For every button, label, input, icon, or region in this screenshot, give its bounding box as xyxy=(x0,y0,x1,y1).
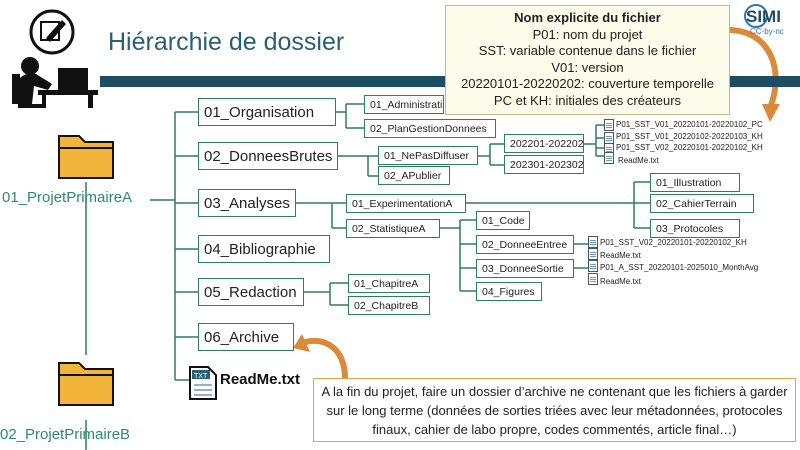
file-icon xyxy=(588,236,598,248)
folder-ne-pas-diffuser[interactable]: 01_NePasDiffuser xyxy=(378,146,478,165)
info-title: Nom explicite du fichier xyxy=(514,10,661,25)
simi-logo: SIMI CC-by-nc xyxy=(744,4,798,39)
file-icon xyxy=(604,152,614,164)
person-at-computer-icon xyxy=(12,9,98,108)
folder-statistique-a[interactable]: 02_StatistiqueA xyxy=(346,219,440,238)
license-text: CC-by-nc xyxy=(750,27,784,36)
file-name[interactable]: P01_SST_V01_20220101-20220102_PC xyxy=(616,120,763,129)
file-name[interactable]: P01_A_SST_20220101-2025010_MonthAvg xyxy=(600,263,759,272)
folder-protocoles[interactable]: 03_Protocoles xyxy=(650,219,740,238)
folder-202301-202302[interactable]: 202301-202302 xyxy=(504,155,584,174)
folder-redaction[interactable]: 05_Redaction xyxy=(198,278,304,306)
file-icon xyxy=(588,273,598,285)
file-name[interactable]: P01_SST_V02_20220101-20220102_KH xyxy=(616,143,763,152)
folder-bibliographie[interactable]: 04_Bibliographie xyxy=(198,235,330,263)
folder-a-publier[interactable]: 02_APublier xyxy=(378,166,450,185)
info-line: V01: version xyxy=(551,59,624,75)
project-b-folder-icon xyxy=(58,362,114,406)
folder-202201-202202[interactable]: 202201-202202 xyxy=(504,134,584,153)
archive-note-box: A la fin du projet, faire un dossier d’a… xyxy=(313,378,796,442)
project-a-folder-icon xyxy=(58,135,114,179)
folder-analyses[interactable]: 03_Analyses xyxy=(198,189,296,217)
logo-text: SIMI xyxy=(746,7,781,26)
project-a-label: 01_ProjetPrimaireA xyxy=(2,189,133,206)
file-name[interactable]: ReadMe.txt xyxy=(600,251,641,260)
folder-illustration[interactable]: 01_Illustration xyxy=(650,173,740,192)
folder-experimentation-a[interactable]: 01_ExperimentationA xyxy=(346,194,466,213)
folder-code[interactable]: 01_Code xyxy=(476,211,530,230)
info-line: PC et KH: initiales des créateurs xyxy=(493,92,682,108)
folder-chapitre-a[interactable]: 01_ChapitreA xyxy=(348,274,430,293)
logo-circle xyxy=(744,4,768,28)
folder-organisation[interactable]: 01_Organisation xyxy=(198,98,336,126)
filename-info-box: Nom explicite du fichier P01: nom du pro… xyxy=(445,5,730,115)
folder-donnees-brutes[interactable]: 02_DonneesBrutes xyxy=(198,142,338,170)
readme-file-icon: TXT xyxy=(189,366,217,400)
file-icon xyxy=(604,119,614,131)
file-name[interactable]: ReadMe.txt xyxy=(600,277,641,286)
readme-file[interactable]: ReadMe.txt xyxy=(220,371,301,388)
file-icon xyxy=(588,248,598,260)
project-b-label: 02_ProjetPrimaireB xyxy=(0,426,131,443)
info-line: SST: variable contenue dans le fichier xyxy=(478,43,697,58)
file-name[interactable]: P01_SST_V02_20220101-20220102_KH xyxy=(600,238,747,247)
folder-figures[interactable]: 04_Figures xyxy=(476,282,542,301)
file-name[interactable]: ReadMe.txt xyxy=(618,156,659,165)
folder-administratif[interactable]: 01_Administratif xyxy=(364,95,444,114)
file-icon xyxy=(588,260,598,272)
folder-archive[interactable]: 06_Archive xyxy=(198,323,294,351)
file-name[interactable]: P01_SST_V01_20220102-20220103_KH xyxy=(616,132,763,141)
info-line: P01: nom du projet xyxy=(532,26,643,42)
folder-chapitre-b[interactable]: 02_ChapitreB xyxy=(348,296,430,315)
folder-donnee-sortie[interactable]: 03_DonneeSortie xyxy=(476,259,574,278)
info-line: 20220101-20220202: couverture temporelle xyxy=(461,76,714,91)
folder-cahier-terrain[interactable]: 02_CahierTerrain xyxy=(650,194,754,213)
page-title: Hiérarchie de dossier xyxy=(108,28,345,56)
folder-plan-gestion-donnees[interactable]: 02_PlanGestionDonnees xyxy=(364,119,496,138)
readme-icon-label: TXT xyxy=(194,373,208,380)
folder-donnee-entree[interactable]: 02_DonneeEntree xyxy=(476,235,574,254)
